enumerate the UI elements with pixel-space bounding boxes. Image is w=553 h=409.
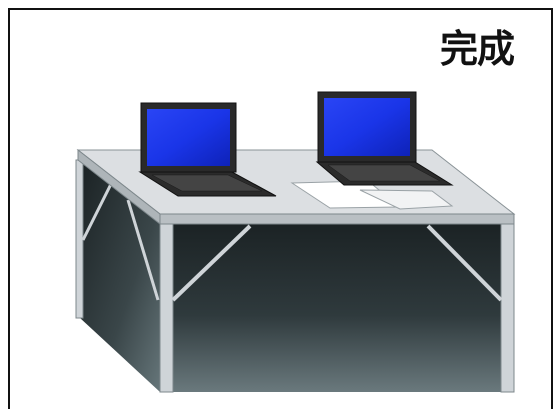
laptop-screen	[324, 98, 410, 156]
table-brace	[126, 199, 160, 301]
table-top-edge	[159, 213, 515, 225]
table-side-panel	[80, 158, 160, 392]
table-leg-front-right	[500, 219, 515, 393]
table-front-panel	[160, 222, 514, 392]
table-top-edge	[77, 148, 161, 226]
table-brace	[81, 181, 114, 241]
table-brace	[171, 224, 252, 302]
laptop-screen	[147, 109, 230, 166]
laptop-keyboard-keys	[327, 164, 441, 182]
table-leg-front-left	[159, 219, 174, 393]
paper-icon	[290, 180, 454, 210]
laptop-icon	[315, 91, 454, 186]
table-brace	[426, 224, 503, 302]
laptop-icon	[138, 102, 277, 197]
title: 完成	[440, 27, 515, 71]
table	[75, 148, 516, 393]
laptop-keyboard-keys	[151, 174, 263, 192]
